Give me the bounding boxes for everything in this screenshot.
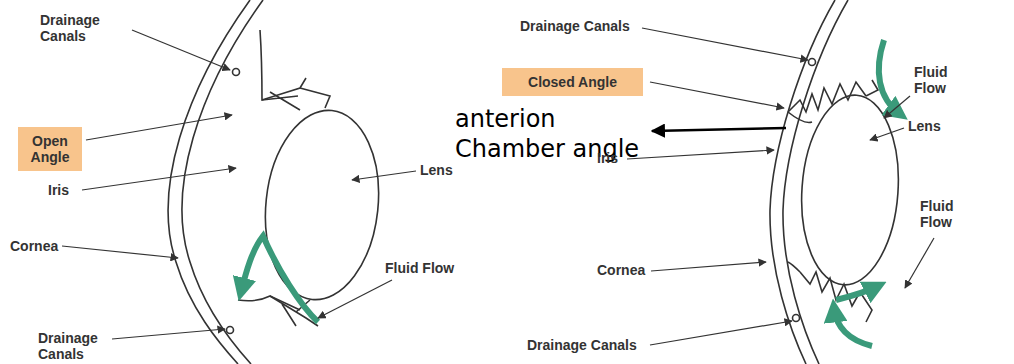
part-label: Drainage Canals [527, 337, 637, 353]
part-label: Iris [48, 182, 69, 198]
angle-tag: Closed Angle [502, 68, 643, 96]
part-label: Fluid Flow [920, 198, 980, 230]
angle-title: Closed Angle [528, 74, 617, 90]
part-label: Drainage Canals [40, 12, 130, 44]
part-label: Lens [420, 162, 453, 178]
part-label: Cornea [10, 238, 58, 254]
part-label: Fluid Flow [914, 64, 974, 96]
part-label: Lens [908, 118, 941, 134]
part-label: Fluid Flow [385, 260, 465, 276]
part-label: Cornea [597, 262, 645, 278]
part-label: Drainage Canals [520, 18, 630, 34]
part-label: Iris [597, 150, 618, 166]
right-eye [770, 0, 905, 364]
angle-tag: Open Angle [18, 127, 82, 171]
left-eye [168, 0, 387, 364]
part-label: Drainage Canals [38, 330, 128, 362]
angle-title: Open Angle [25, 133, 75, 165]
